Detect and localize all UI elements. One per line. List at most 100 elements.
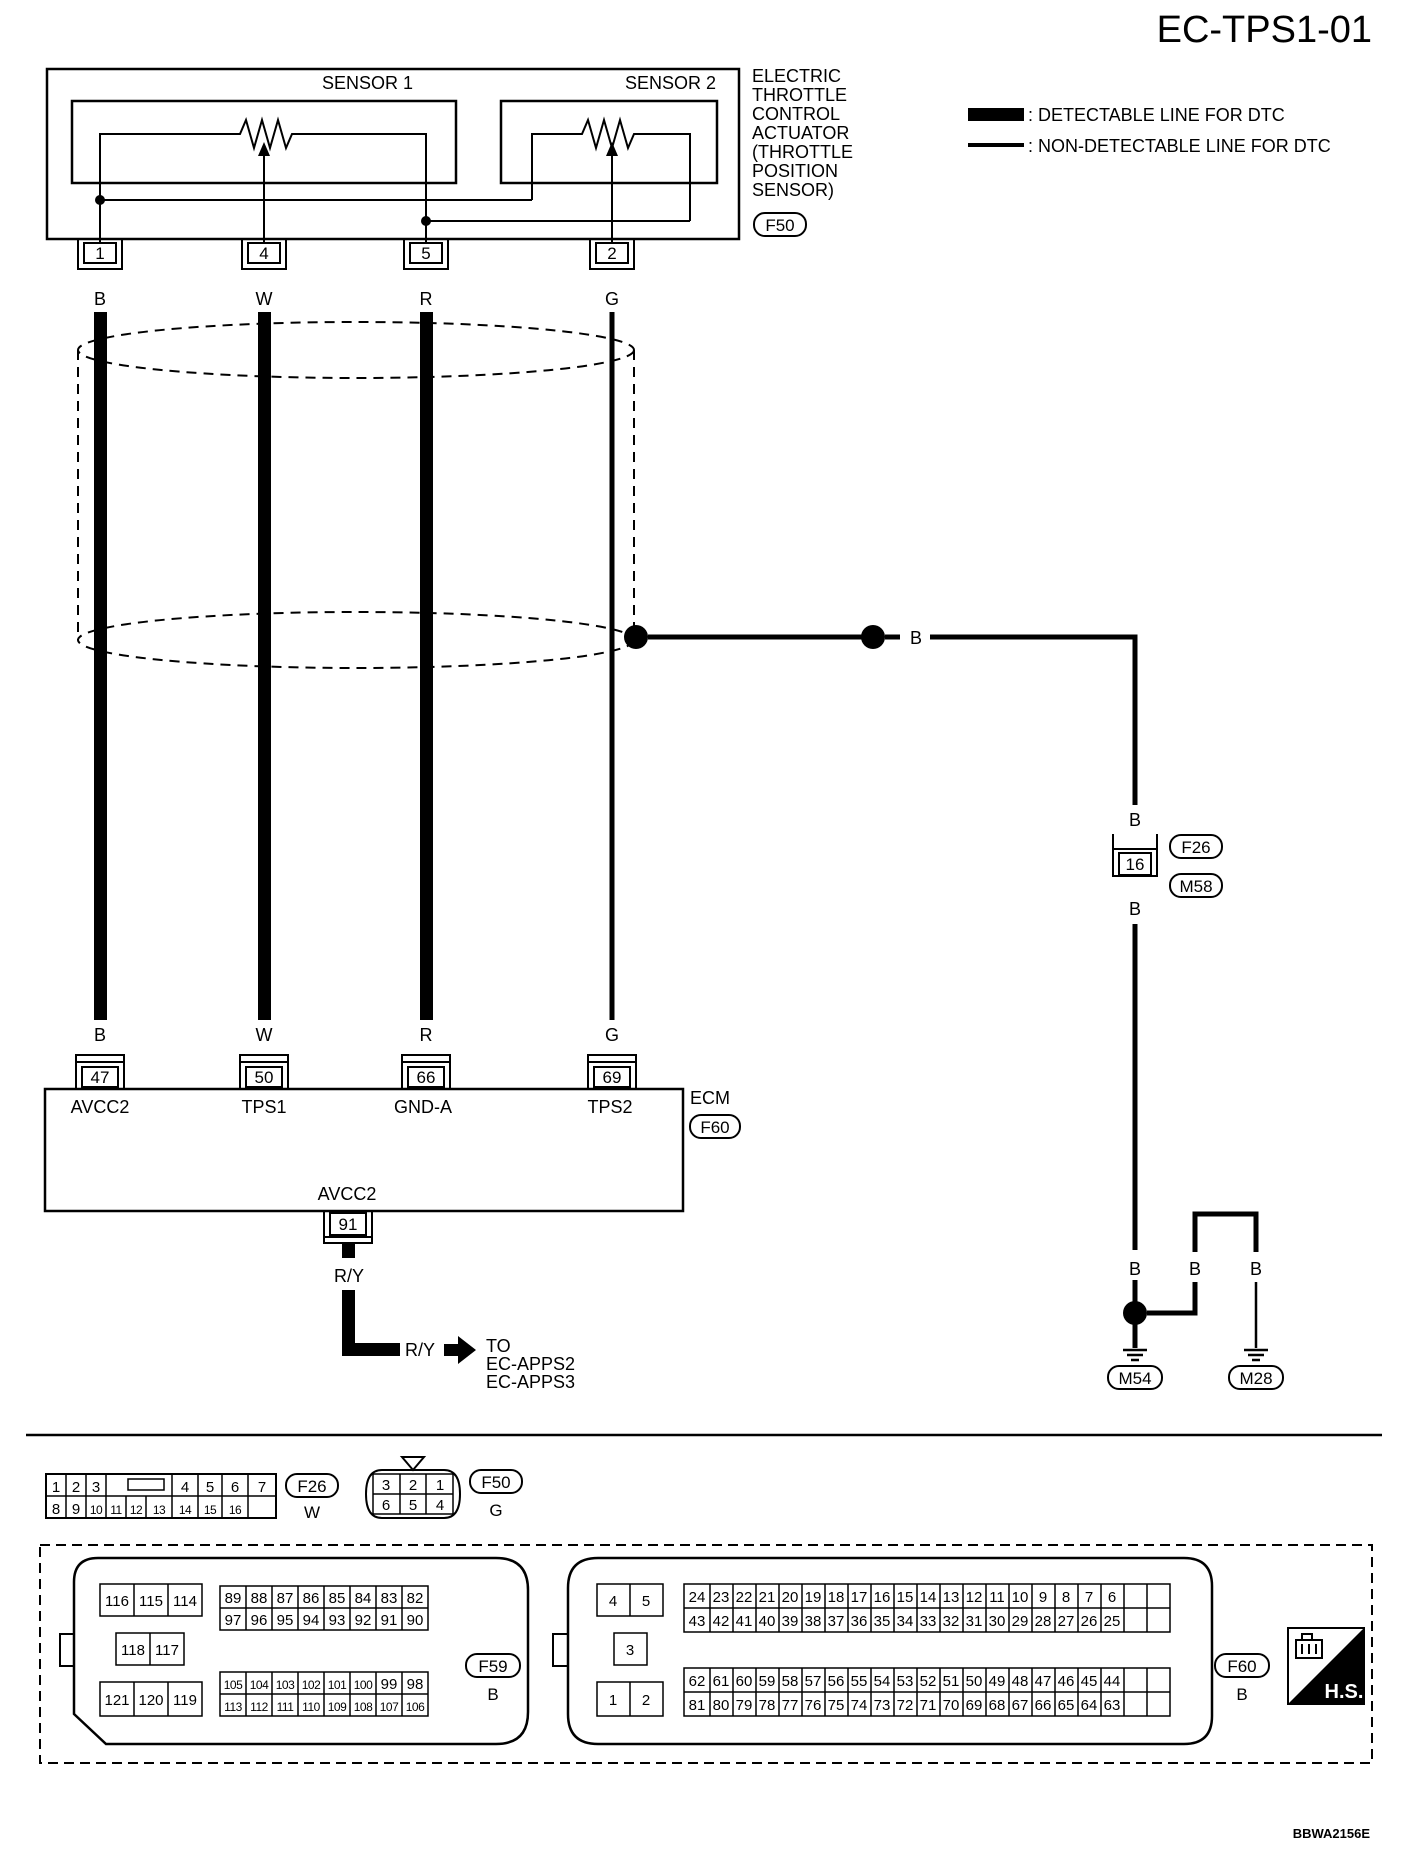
ecm-bottom-label: AVCC2 (318, 1184, 377, 1204)
svg-text:30: 30 (989, 1613, 1006, 1630)
joint-connector-top: F26 (1181, 838, 1210, 857)
svg-text:108: 108 (354, 1700, 373, 1714)
svg-text:68: 68 (989, 1697, 1006, 1714)
svg-text:83: 83 (381, 1590, 398, 1607)
svg-text:100: 100 (354, 1678, 373, 1692)
svg-text:89: 89 (225, 1590, 242, 1607)
to-target-1: EC-APPS2 (486, 1354, 575, 1374)
ecm-pins: 47 50 66 69 (75, 1054, 637, 1089)
svg-text:82: 82 (407, 1590, 424, 1607)
svg-text:85: 85 (329, 1590, 346, 1607)
connector-color: B (1236, 1685, 1247, 1704)
connector-id: F60 (1227, 1657, 1256, 1676)
svg-text:99: 99 (381, 1676, 398, 1693)
wire-color-bottom: G (605, 1025, 619, 1045)
f60-grid-top-labels: 24 23 22 21 20 19 18 17 16 15 14 13 12 1… (689, 1589, 1121, 1630)
connector-f60: 4 5 3 1 2 (552, 1556, 1270, 1746)
joint-color-bottom: B (1129, 899, 1141, 919)
svg-text:88: 88 (251, 1590, 268, 1607)
sensor1-wiper-arrow (258, 142, 270, 156)
svg-text:14: 14 (179, 1503, 192, 1517)
svg-text:1: 1 (52, 1479, 60, 1496)
ecm-pin-47: 47 (75, 1054, 125, 1089)
svg-text:62: 62 (689, 1673, 706, 1690)
wire-color-bottom: B (94, 1025, 106, 1045)
svg-text:32: 32 (943, 1613, 960, 1630)
svg-text:2: 2 (72, 1479, 80, 1496)
actuator-name-1: ELECTRIC (752, 66, 841, 86)
svg-text:45: 45 (1081, 1673, 1098, 1690)
svg-text:117: 117 (155, 1642, 179, 1659)
svg-text:22: 22 (736, 1589, 753, 1606)
arrow-color: R/Y (405, 1340, 435, 1360)
svg-text:61: 61 (713, 1673, 730, 1690)
svg-text:9: 9 (1039, 1589, 1047, 1606)
svg-text:17: 17 (851, 1589, 868, 1606)
actuator-name-3: CONTROL (752, 104, 840, 124)
svg-text:16: 16 (229, 1503, 242, 1517)
svg-text:97: 97 (225, 1612, 242, 1629)
legend-detectable: : DETECTABLE LINE FOR DTC (1028, 105, 1285, 125)
svg-text:6: 6 (1108, 1589, 1116, 1606)
f59-grid-bottom (219, 1671, 429, 1717)
sensor1-resistor (99, 116, 427, 247)
sensor2-label: SENSOR 2 (625, 73, 716, 93)
svg-text:109: 109 (328, 1700, 347, 1714)
svg-text:4: 4 (436, 1497, 444, 1514)
svg-text:23: 23 (713, 1589, 730, 1606)
svg-text:28: 28 (1035, 1613, 1052, 1630)
ecm-terminal-label: TPS2 (587, 1097, 632, 1117)
throttle-actuator: SENSOR 1 SENSOR 2 ELECTRIC THROTTLE CONT… (45, 66, 853, 247)
svg-text:2: 2 (607, 244, 616, 263)
figure-code: BBWA2156E (1293, 1826, 1371, 1841)
svg-text:24: 24 (689, 1589, 706, 1606)
ecm-pin-50: 50 (239, 1054, 289, 1089)
connector-color: B (487, 1685, 498, 1704)
actuator-name-5: (THROTTLE (752, 142, 853, 162)
svg-text:65: 65 (1058, 1697, 1075, 1714)
svg-text:77: 77 (782, 1697, 799, 1714)
svg-text:35: 35 (874, 1613, 891, 1630)
svg-text:11: 11 (110, 1503, 122, 1517)
actuator-pin-1: 1 (77, 239, 123, 270)
svg-text:25: 25 (1104, 1613, 1121, 1630)
actuator-name-2: THROTTLE (752, 85, 847, 105)
connector-id: F26 (297, 1477, 326, 1496)
svg-text:87: 87 (277, 1590, 294, 1607)
actuator-pin-4: 4 (241, 239, 287, 270)
svg-text:90: 90 (407, 1612, 424, 1629)
actuator-name-7: SENSOR) (752, 180, 834, 200)
connector-color: W (304, 1503, 320, 1522)
svg-text:76: 76 (805, 1697, 822, 1714)
svg-text:51: 51 (943, 1673, 960, 1690)
ecm: AVCC2 TPS1 GND-A TPS2 AVCC2 ECM F60 91 R… (43, 1087, 741, 1392)
svg-text:8: 8 (52, 1501, 60, 1518)
ecm-pin-69: 69 (587, 1054, 637, 1089)
latch-icon (127, 1478, 165, 1491)
svg-text:14: 14 (920, 1589, 937, 1606)
connector-id: F50 (481, 1473, 510, 1492)
svg-text:38: 38 (805, 1613, 822, 1630)
f60-grid-bottom (683, 1667, 1171, 1717)
svg-text:3: 3 (92, 1479, 100, 1496)
svg-text:104: 104 (250, 1678, 269, 1692)
ecm-name: ECM (690, 1088, 730, 1108)
svg-text:37: 37 (828, 1613, 845, 1630)
legend-thick-line (968, 108, 1024, 121)
svg-text:78: 78 (759, 1697, 776, 1714)
svg-text:26: 26 (1081, 1613, 1098, 1630)
svg-text:49: 49 (989, 1673, 1006, 1690)
svg-text:55: 55 (851, 1673, 868, 1690)
svg-text:58: 58 (782, 1673, 799, 1690)
svg-text:50: 50 (255, 1068, 274, 1087)
svg-text:21: 21 (759, 1589, 776, 1606)
connector-f59: 116 115 114 118 117 121 120 119 89 88 87… (59, 1556, 530, 1746)
sensor2-box (499, 99, 719, 185)
f60-grid-bottom-labels: 62 61 60 59 58 57 56 55 54 53 52 51 50 4… (689, 1673, 1121, 1714)
actuator-name-4: ACTUATOR (752, 123, 849, 143)
svg-text:110: 110 (302, 1700, 320, 1714)
svg-text:53: 53 (897, 1673, 914, 1690)
svg-text:52: 52 (920, 1673, 937, 1690)
svg-text:102: 102 (302, 1678, 321, 1692)
